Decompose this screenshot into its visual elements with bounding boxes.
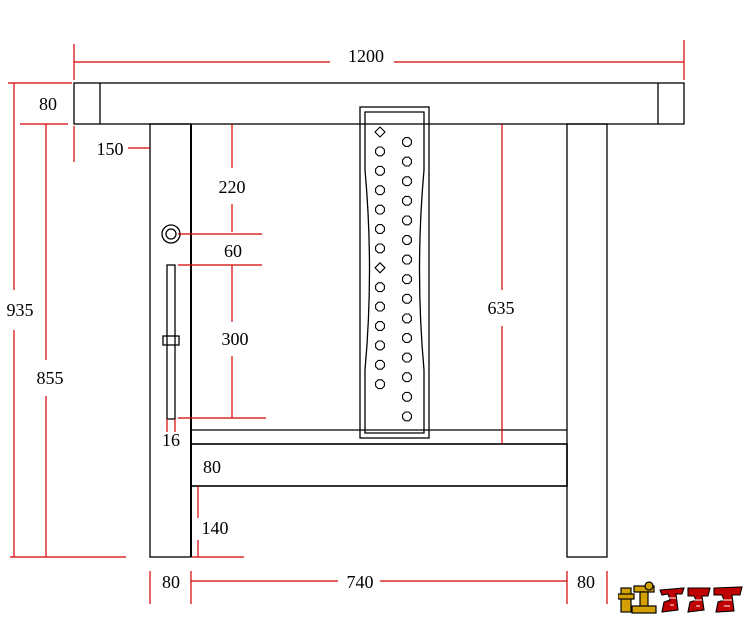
deadman-hole-left [375, 224, 385, 234]
deadman-hole-right [402, 235, 412, 245]
dim-vise-jaw-thickness: 16 [162, 430, 180, 450]
dim-vise-top-gap: 220 [219, 177, 246, 197]
deadman-hole-left [375, 165, 385, 176]
bench-structure [73, 82, 685, 558]
deadman-hole-left [374, 126, 386, 138]
deadman-hole-left [375, 340, 385, 351]
deadman-hole-right [402, 352, 412, 363]
vise-jaw [166, 264, 176, 420]
right-leg [566, 123, 608, 558]
dim-top-thickness: 80 [39, 94, 57, 114]
deadman-shape [364, 111, 425, 434]
deadman-hole-left [375, 185, 385, 196]
deadman-hole-right [402, 391, 412, 402]
dim-right-leg-width: 80 [577, 572, 595, 592]
dim-bench-height: 935 [7, 300, 34, 320]
deadman-hole-left [375, 301, 385, 312]
deadman-hole-left [375, 379, 385, 390]
deadman-hole-right [402, 274, 412, 285]
watermark-logo [617, 580, 746, 618]
deadman-frame [359, 106, 430, 439]
deadman-hole-right [402, 137, 412, 147]
dim-left-leg-width: 80 [162, 572, 180, 592]
dimension-lines [8, 40, 685, 604]
deadman-hole-left [375, 359, 385, 370]
deadman-hole-left [375, 282, 385, 293]
vise-knob-inner [165, 228, 177, 240]
deadman-hole-left [375, 321, 385, 331]
dim-handle-size: 60 [224, 241, 242, 261]
deadman-hole-right [402, 156, 412, 167]
vise-knob-outer [161, 224, 181, 244]
deadman-hole-right [402, 411, 412, 422]
deadman-hole-right [402, 293, 412, 304]
stretcher [190, 443, 568, 487]
deadman-hole-left [374, 262, 386, 274]
dim-leg-height: 855 [37, 368, 64, 388]
dim-leg-spacing: 740 [347, 572, 374, 592]
deadman-hole-left [375, 243, 385, 254]
deadman-holes [374, 126, 412, 422]
deadman-hole-right [402, 195, 412, 206]
deadman-hole-left [375, 204, 385, 215]
dim-stretcher-clearance: 140 [202, 518, 229, 538]
dim-deadman-height: 635 [488, 298, 515, 318]
dim-vise-jaw-length: 300 [222, 329, 249, 349]
deadman-hole-right [402, 333, 412, 343]
dim-top-width: 1200 [348, 46, 384, 66]
deadman-hole-left [375, 146, 385, 157]
dimension-labels: 1200 80 150 935 855 220 60 300 16 80 140… [7, 46, 596, 592]
vise-screw-block [162, 335, 180, 346]
deadman-hole-right [402, 215, 412, 226]
dim-leg-inset: 150 [97, 139, 124, 159]
dim-stretcher-height: 80 [203, 457, 221, 477]
deadman-hole-right [402, 372, 412, 383]
bench-top [73, 82, 685, 125]
deadman-hole-right [402, 254, 412, 265]
deadman-hole-right [402, 176, 412, 187]
left-leg [149, 123, 192, 558]
logo-graphic [617, 581, 743, 614]
deadman-hole-right [402, 313, 412, 324]
